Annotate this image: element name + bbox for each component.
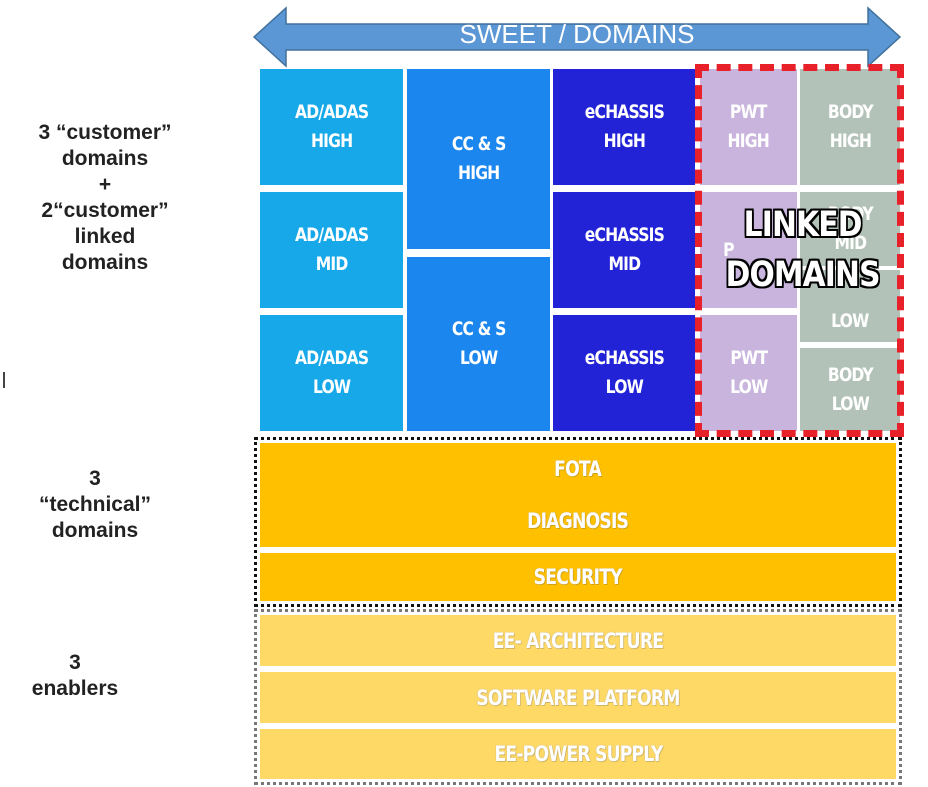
fota-label: FOTA — [554, 457, 603, 481]
ad-adas-low-block: AD/ADAS LOW — [260, 315, 403, 431]
ccs-high-block: CC & S HIGH — [407, 69, 550, 249]
pwt-low-block: PWT LOW — [700, 315, 797, 431]
technical-domains-label: 3 “technical” domains — [38, 467, 152, 542]
ee-architecture-block: EE- ARCHITECTURE — [260, 615, 896, 666]
echassis-mid-block: eCHASSIS MID — [553, 192, 695, 308]
pwt-high-block: PWT HIGH — [700, 69, 797, 185]
sweet-domains-label: SWEET / DOMAINS — [459, 19, 695, 49]
software-platform-block: SOFTWARE PLATFORM — [260, 672, 896, 723]
body-high-block: BODY HIGH — [800, 69, 900, 185]
echassis-low-block: eCHASSIS LOW — [553, 315, 695, 431]
echassis-high-block: eCHASSIS HIGH — [553, 69, 695, 185]
diagnosis-label: DIAGNOSIS — [527, 509, 629, 533]
fota-diagnosis-block: FOTA DIAGNOSIS — [260, 443, 896, 547]
ccs-low-block: CC & S LOW — [407, 257, 550, 431]
technical-domains-group — [254, 437, 902, 607]
pwt-mid-block: P — [700, 192, 797, 308]
linked-domains-border — [695, 64, 904, 437]
sweet-domains-arrow — [252, 6, 902, 68]
ee-power-supply-block: EE-POWER SUPPLY — [260, 729, 896, 779]
linked-domains-label: LINKED DOMAINS — [725, 205, 881, 295]
enablers-group — [254, 609, 902, 785]
body-mid-block: BODY MID — [800, 192, 900, 266]
enablers-label: 3 enablers — [31, 651, 119, 700]
ad-adas-high-block: AD/ADAS HIGH — [260, 69, 403, 185]
side-marker — [3, 372, 5, 388]
ad-adas-mid-block: AD/ADAS MID — [260, 192, 403, 308]
customer-domains-label: 3 “customer” domains + 2“customer” linke… — [38, 121, 172, 274]
body-low-block: BODY LOW — [800, 348, 900, 431]
security-block: SECURITY — [260, 553, 896, 601]
body-midlow-block: LOW — [800, 270, 900, 342]
